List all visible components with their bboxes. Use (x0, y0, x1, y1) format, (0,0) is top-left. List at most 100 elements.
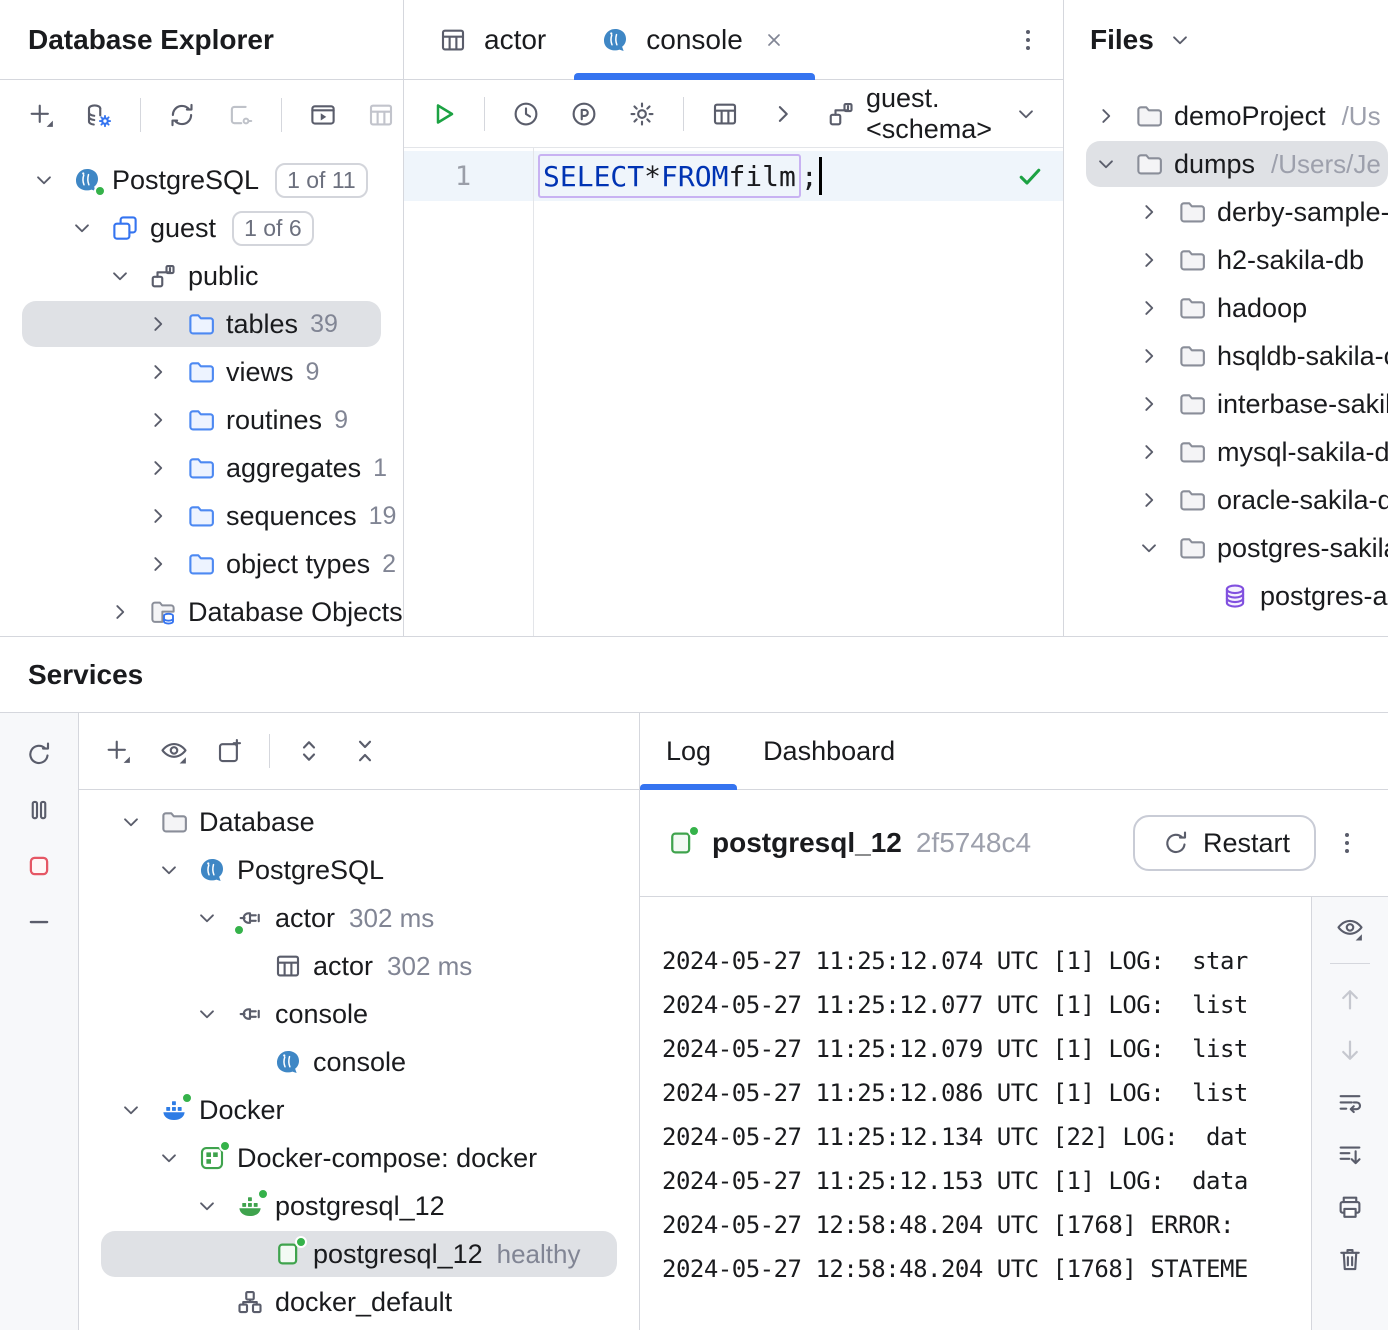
tree-row-database-objects[interactable]: Database Objects (0, 588, 403, 636)
chevron-down-icon[interactable] (189, 997, 225, 1031)
chevron-down-icon[interactable] (26, 163, 62, 197)
chevron-right-icon[interactable] (1131, 243, 1167, 277)
clear-log-button[interactable] (1333, 1242, 1367, 1276)
chevron-down-icon[interactable] (151, 1141, 187, 1175)
chevron-down-icon[interactable] (64, 211, 100, 245)
tree-row-postgres-ac[interactable]: postgres-ac (1064, 572, 1388, 620)
open-in-new-tab-button[interactable] (213, 734, 247, 768)
prev-occurrence-button[interactable] (1333, 982, 1367, 1016)
print-button[interactable] (1333, 1190, 1367, 1224)
tree-row-hsqldb-sakila-c[interactable]: hsqldb-sakila-c (1064, 332, 1388, 380)
console-settings-button[interactable] (625, 97, 659, 131)
tree-row-docker-compose-docker[interactable]: Docker-compose: docker (79, 1134, 639, 1182)
chevron-right-icon[interactable] (102, 595, 138, 629)
editor-tab-console[interactable]: console (572, 0, 817, 80)
tree-row-docker-default[interactable]: docker_default (79, 1278, 639, 1326)
tree-row-public[interactable]: public (0, 252, 403, 300)
tree-row-docker[interactable]: Docker (79, 1086, 639, 1134)
chevron-right-icon[interactable] (140, 547, 176, 581)
restart-button[interactable]: Restart (1132, 815, 1316, 871)
tree-row-oracle-sakila-d[interactable]: oracle-sakila-d (1064, 476, 1388, 524)
chevron-down-icon[interactable] (189, 1189, 225, 1223)
log-line: 2024-05-27 11:25:12.079 UTC [1] LOG: lis… (662, 1035, 1248, 1063)
chevron-right-icon[interactable] (140, 403, 176, 437)
tree-row-dumps[interactable]: dumps/Users/Je (1064, 140, 1388, 188)
chevron-down-icon[interactable] (113, 805, 149, 839)
chevron-right-icon[interactable] (1088, 99, 1124, 133)
new-datasource-button[interactable] (24, 98, 58, 132)
run-button[interactable] (426, 97, 460, 131)
tree-row-postgres-sakila[interactable]: postgres-sakila (1064, 524, 1388, 572)
tree-row-demoproject[interactable]: demoProject/Us (1064, 92, 1388, 140)
chevron-right-icon[interactable] (140, 355, 176, 389)
expand-all-button[interactable] (292, 734, 326, 768)
view-parameters-button[interactable] (567, 97, 601, 131)
container-options-kebab-icon[interactable] (1330, 826, 1364, 860)
tree-row-console[interactable]: console (79, 1038, 639, 1086)
chevron-down-icon[interactable] (102, 259, 138, 293)
view-options-button[interactable] (1333, 911, 1367, 945)
view-options-button[interactable] (157, 734, 191, 768)
log-output[interactable]: 2024-05-27 11:25:12.074 UTC [1] LOG: sta… (640, 897, 1311, 1330)
close-tab-icon[interactable] (757, 23, 791, 57)
tree-row-hadoop[interactable]: hadoop (1064, 284, 1388, 332)
in-editor-results-button[interactable] (708, 97, 742, 131)
log-tab-log[interactable]: Log (640, 713, 738, 790)
tree-row-console[interactable]: console (79, 990, 639, 1038)
query-history-button[interactable] (509, 97, 543, 131)
table-view-button[interactable] (364, 98, 398, 132)
chevron-right-icon[interactable] (140, 307, 176, 341)
tree-row-postgresql-12[interactable]: postgresql_12 (79, 1182, 639, 1230)
code-editor[interactable]: 1 SELECT * FROM film; (404, 148, 1063, 636)
hide-button[interactable] (22, 905, 56, 939)
add-service-button[interactable] (101, 734, 135, 768)
more-toolbar-icon[interactable] (766, 97, 800, 131)
tree-row-mysql-sakila-d[interactable]: mysql-sakila-d (1064, 428, 1388, 476)
chevron-right-icon[interactable] (140, 451, 176, 485)
jump-to-console-button[interactable] (306, 98, 340, 132)
disconnect-button[interactable] (223, 98, 257, 132)
tab-options-kebab-icon[interactable] (1011, 23, 1045, 57)
chevron-right-icon[interactable] (1131, 291, 1167, 325)
chevron-down-icon[interactable] (189, 901, 225, 935)
chevron-down-icon[interactable] (1131, 531, 1167, 565)
log-tab-dashboard[interactable]: Dashboard (737, 713, 921, 789)
tree-row-interbase-sakil[interactable]: interbase-sakil (1064, 380, 1388, 428)
schema-switcher[interactable]: guest.<schema> (824, 83, 1041, 145)
tree-row-database[interactable]: Database (79, 798, 639, 846)
next-occurrence-button[interactable] (1333, 1034, 1367, 1068)
chevron-right-icon[interactable] (1131, 339, 1167, 373)
chevron-down-icon[interactable] (113, 1093, 149, 1127)
scroll-to-end-button[interactable] (1333, 1138, 1367, 1172)
soft-wrap-button[interactable] (1333, 1086, 1367, 1120)
pause-button[interactable] (22, 793, 56, 827)
collapse-all-button[interactable] (348, 734, 382, 768)
data-source-properties-button[interactable] (82, 98, 116, 132)
tree-row-derby-sample[interactable]: derby-sample- (1064, 188, 1388, 236)
refresh-button[interactable] (165, 98, 199, 132)
files-header[interactable]: Files (1064, 0, 1388, 80)
chevron-right-icon[interactable] (1131, 195, 1167, 229)
editor-tab-actor[interactable]: actor (410, 0, 572, 79)
chevron-right-icon[interactable] (1131, 483, 1167, 517)
rerun-button[interactable] (22, 737, 56, 771)
tree-row-h2-sakila-db[interactable]: h2-sakila-db (1064, 236, 1388, 284)
chevron-down-icon[interactable] (151, 853, 187, 887)
chevron-right-icon[interactable] (140, 499, 176, 533)
stop-button[interactable] (22, 849, 56, 883)
chevron-right-icon[interactable] (1131, 435, 1167, 469)
chevron-down-icon[interactable] (1088, 147, 1124, 181)
tree-row-postgresql[interactable]: PostgreSQL (79, 846, 639, 894)
chevron-right-icon[interactable] (1131, 387, 1167, 421)
